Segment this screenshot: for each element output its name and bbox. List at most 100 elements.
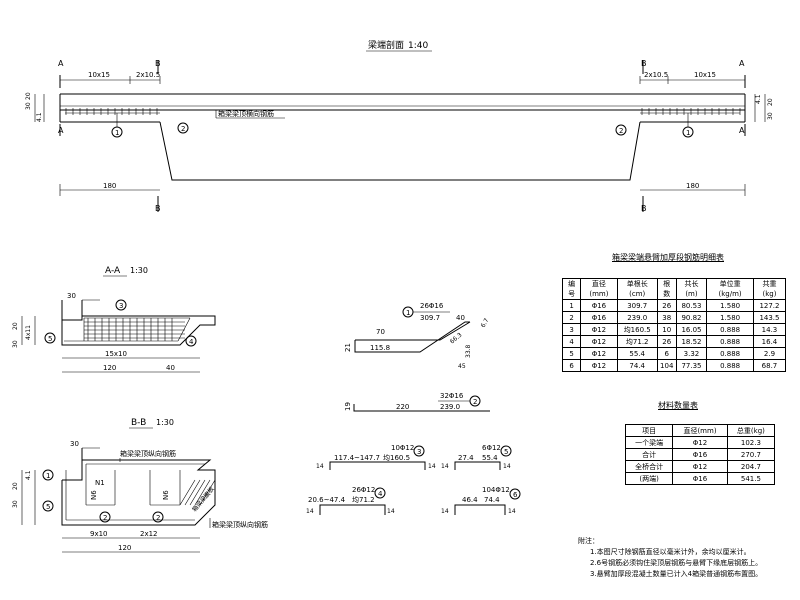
rebar-tick xyxy=(189,479,206,506)
spec-table-cell: 127.2 xyxy=(752,299,787,312)
bb-dim-left-20: 20 xyxy=(12,482,19,490)
spec-table: 编号 直径(mm) 单根长(cm) 根数 共长(m) 单位重(kg/m) 共重(… xyxy=(561,278,787,372)
rebar-tick xyxy=(184,479,201,506)
spec-header-cell: 单位重(kg/m) xyxy=(706,278,754,300)
spec-table-cell: 1.580 xyxy=(706,311,754,324)
rebar-3-dim-14-left: 14 xyxy=(316,463,324,470)
section-mark-a-right-top: A xyxy=(739,59,745,68)
rebar-6-length: 74.4 xyxy=(484,496,500,504)
spec-table-cell: 104 xyxy=(656,359,677,372)
aa-circle-3: 3 xyxy=(119,302,123,310)
section-bb: B-B 1:30 N1 N6 N6 箱梁梁顶纵向钢筋 箱梁梁顶纵向钢筋 箱梁梁腹… xyxy=(12,418,268,553)
spec-table-cell: 77.35 xyxy=(675,359,708,372)
spec-table-cell: Φ12 xyxy=(580,359,618,372)
spec-table-cell: 80.53 xyxy=(675,299,708,312)
rebar-6-dim-14-right: 14 xyxy=(508,508,516,515)
bb-dim-2x12: 2x12 xyxy=(140,530,158,538)
spec-table-cell: 5 xyxy=(561,347,582,360)
rebar-1-dim-33-8: 33.8 xyxy=(465,344,472,358)
material-table-header: 项目 直径(mm) 总重(kg) xyxy=(624,424,776,437)
spec-table-cell: 2 xyxy=(561,311,582,324)
material-table-cell: Φ12 xyxy=(672,460,728,473)
bb-dim-left-30: 30 xyxy=(12,500,19,508)
spec-table-cell: 3 xyxy=(561,323,582,336)
material-table-cell: 204.7 xyxy=(726,460,776,473)
main-circle-2-left: 2 xyxy=(181,125,185,133)
spec-header-cell: 单根长(cm) xyxy=(616,278,658,300)
spec-table-cell: 55.4 xyxy=(616,347,658,360)
rebar-2-id: 2 xyxy=(473,398,477,406)
rebar-4-dim-14-left: 14 xyxy=(306,508,314,515)
notes: 附注： 1.本图尺寸除钢筋直径以毫米计外，余均以厘米计。 2.6号钢筋必须钩住梁… xyxy=(578,536,762,580)
spec-table-cell: 4 xyxy=(561,335,582,348)
rebar-4-dim-range: 20.6~47.4 xyxy=(308,496,346,504)
spec-table-cell: 18.52 xyxy=(675,335,708,348)
rebar-2-length: 239.0 xyxy=(440,403,460,411)
rebar-1-dim-21: 21 xyxy=(344,343,352,352)
spec-table-cell: 0.888 xyxy=(706,347,754,360)
bb-dim-120: 120 xyxy=(118,544,131,552)
rebar-shape-6: 46.4 14 14 104Φ12 74.4 6 xyxy=(441,486,521,515)
spec-table-cell: 1.580 xyxy=(706,299,754,312)
material-table-cell: 102.3 xyxy=(726,436,776,449)
rebar-5-length: 55.4 xyxy=(482,454,498,462)
rebar-shape-4: 20.6~47.4 14 14 26Φ12 均71.2 4 xyxy=(306,486,395,515)
spec-table-cell: Φ12 xyxy=(580,347,618,360)
bb-note-top: 箱梁梁顶纵向钢筋 xyxy=(120,449,176,458)
dim-right-2x10-5: 2x10.5 xyxy=(644,71,668,79)
material-header-cell: 直径(mm) xyxy=(672,424,728,437)
rebar-6-count: 104Φ12 xyxy=(482,486,510,494)
spec-table-cell: 0.888 xyxy=(706,359,754,372)
aa-dim-120: 120 xyxy=(103,364,116,372)
spec-table-cell: Φ12 xyxy=(580,323,618,336)
rebar-5-id: 5 xyxy=(504,448,508,456)
spec-table-cell: 143.5 xyxy=(752,311,787,324)
section-mark-a-right-bottom: A xyxy=(739,126,745,135)
section-mark-b-right-bottom: B xyxy=(641,204,647,213)
dim-left-height-20: 20 xyxy=(25,92,32,100)
spec-table-cell: 均71.2 xyxy=(616,335,658,348)
spec-table-title: 箱梁梁端悬臂加厚段钢筋明细表 xyxy=(612,253,724,262)
spec-table-cell: 均160.5 xyxy=(616,323,658,336)
bb-dim-9x10: 9x10 xyxy=(90,530,108,538)
aa-dim-left-20: 20 xyxy=(12,322,19,330)
spec-table-cell: 1 xyxy=(561,299,582,312)
rebar-1-length: 309.7 xyxy=(420,314,440,322)
material-table-title: 材料数量表 xyxy=(658,401,698,410)
material-table-cell: (两端) xyxy=(624,472,674,485)
spec-table-cell: Φ12 xyxy=(580,335,618,348)
dim-right-height-30: 30 xyxy=(767,112,774,120)
dim-right-height-20: 20 xyxy=(767,98,774,106)
section-mark-b-right-top: B xyxy=(641,59,647,68)
bb-circle-1: 1 xyxy=(46,472,50,480)
slab-rebar-note: 箱梁梁顶横向钢筋 xyxy=(218,109,274,118)
material-header-cell: 总重(kg) xyxy=(726,424,776,437)
bb-note-bottom: 箱梁梁顶纵向钢筋 xyxy=(212,520,268,529)
spec-table-cell: 239.0 xyxy=(616,311,658,324)
bb-n1: N1 xyxy=(95,479,105,487)
rebar-1-count: 26Φ16 xyxy=(420,302,444,310)
spec-table-cell: 2.9 xyxy=(752,347,787,360)
dim-left-2x10-5: 2x10.5 xyxy=(136,71,160,79)
rebar-tick xyxy=(194,479,211,506)
section-aa-scale: 1:30 xyxy=(130,266,148,275)
material-table-cell: 合计 xyxy=(624,448,674,461)
material-table-cell: 全桥合计 xyxy=(624,460,674,473)
rebar-2-dim-19: 19 xyxy=(344,402,352,411)
rebar-5-dim-27-4: 27.4 xyxy=(458,454,474,462)
section-mark-b-left-bottom: B xyxy=(155,204,161,213)
spec-header-cell: 共重(kg) xyxy=(752,278,787,300)
section-aa: A-A 1:30 30 15x10 120 40 20 30 4x11 3 4 … xyxy=(12,266,216,373)
main-circle-2-right: 2 xyxy=(619,127,623,135)
spec-table-cell: 10 xyxy=(656,323,677,336)
main-circle-1-right: 1 xyxy=(686,129,690,137)
rebar-3-count: 10Φ12 xyxy=(391,444,414,452)
material-table-cell: 541.5 xyxy=(726,472,776,485)
spec-table-cell: 38 xyxy=(656,311,677,324)
rebar-1-dim-115-8: 115.8 xyxy=(370,344,390,352)
